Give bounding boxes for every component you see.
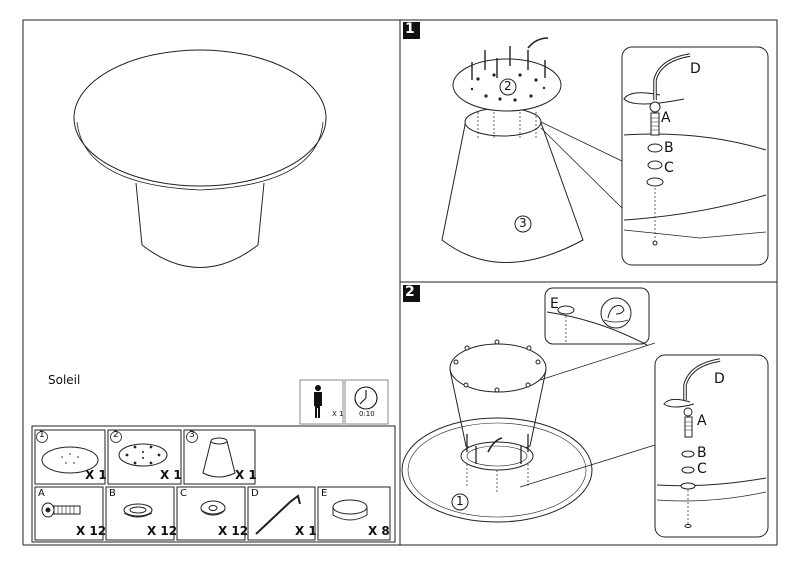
step-1-callout-2: 2 [504,79,512,93]
step-1-number: 1 [405,21,415,37]
part-2-number: 2 [113,430,119,440]
product-name: Soleil [48,373,81,387]
step-2-callout-c: C [697,461,707,477]
step-2-pad-detail [544,287,650,346]
step-2-callout-d: D [714,371,725,387]
step-1-plate [452,58,562,112]
part-c-qty: X 12 [218,524,249,538]
person-icon [314,385,322,418]
step-1-callout-3: 3 [519,216,527,230]
part-1-qty: X 1 [85,468,107,482]
step-2-number: 2 [405,284,415,300]
time-box [344,379,389,425]
part-2-plate-icon [118,443,168,467]
step-1-callout-d: D [690,61,701,77]
step-1-guide-lines [477,112,537,140]
step-2-badge [403,285,420,302]
step-1-detail-inset [621,46,769,266]
step-2-pad-positions [453,339,541,393]
part-2-qty: X 1 [160,468,182,482]
part-b-qty: X 12 [147,524,178,538]
step-1-badge [403,22,420,39]
assembly-time: 0:10 [359,410,375,418]
part-a-qty: X 12 [76,524,107,538]
part-d-letter: D [251,488,259,499]
step-2-callout-b: B [697,445,707,461]
part-3-base-icon [202,437,236,478]
step-1-callout-b: B [664,140,674,156]
step-1-base-cone [441,107,584,263]
person-count: X 1 [332,410,344,418]
part-a-bolt-icon [41,502,81,518]
clock-icon [354,386,378,410]
part-b-letter: B [109,488,116,499]
step-2-guide-lines [466,464,529,494]
part-e-qty: X 8 [368,524,390,538]
person-count-box [299,379,344,425]
step-2-screws [466,434,529,464]
part-b-lock-washer-icon [123,503,153,518]
step-1-callout-a: A [661,110,671,126]
part-d-qty: X 1 [295,524,317,538]
part-3-qty: X 1 [235,468,257,482]
part-1-number: 1 [39,430,45,440]
overview-table-drawing [73,49,327,268]
part-d-allen-key-icon [255,494,301,535]
step-2-callout-e: E [550,296,559,312]
part-c-letter: C [180,488,187,499]
part-e-pad-icon [332,499,368,521]
part-a-letter: A [38,488,45,499]
part-1-tabletop-icon [41,446,99,474]
step-2-callout-1: 1 [456,494,464,508]
step-2-detail-inset [654,354,769,538]
parts-list-frame [31,425,396,543]
part-c-washer-icon [200,500,226,516]
part-e-letter: E [321,488,328,499]
step-1-screws [471,37,549,80]
step-2-callout-a: A [697,413,707,429]
step-1-callout-c: C [664,160,674,176]
part-3-number: 3 [189,430,195,440]
